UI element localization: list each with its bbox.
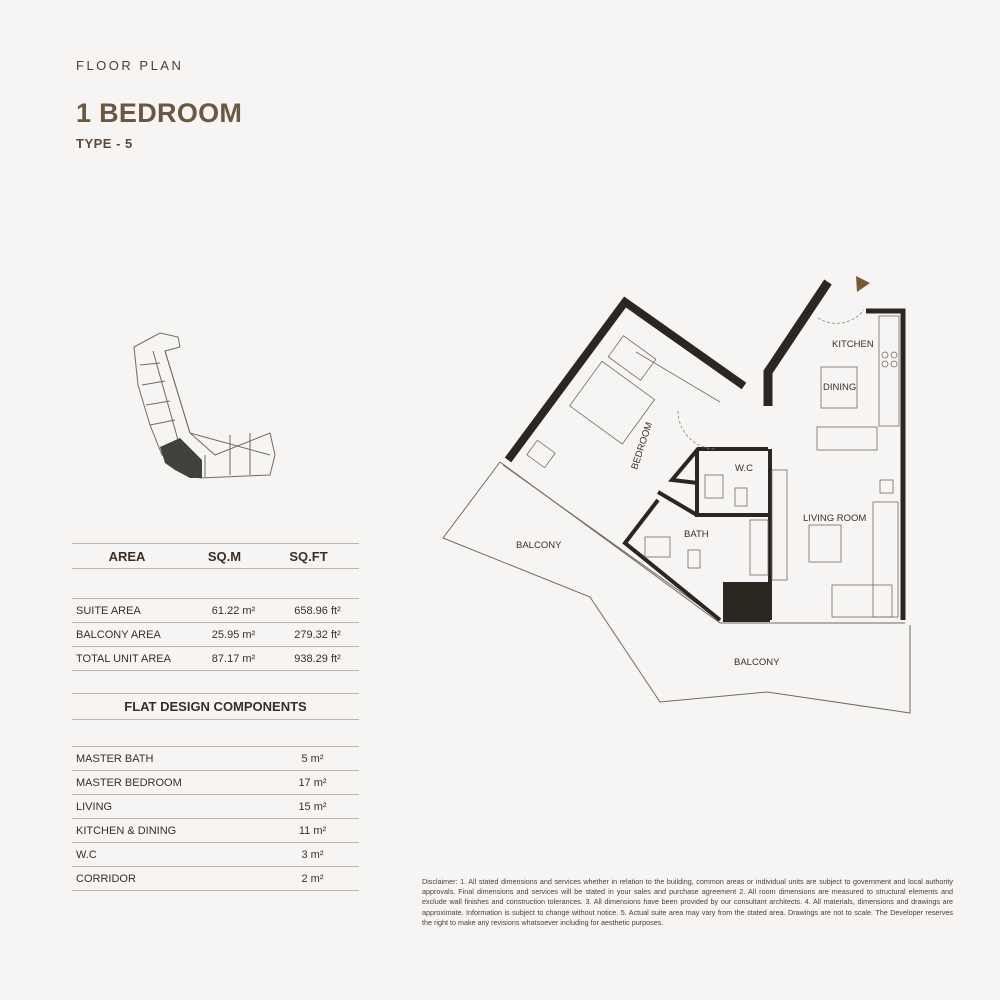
row-value: 11 m²	[298, 824, 327, 837]
row-sqft: 279.32 ft²	[294, 628, 341, 641]
header-area: AREA	[108, 548, 146, 564]
table-row: MASTER BEDROOM 17 m²	[72, 771, 359, 795]
label-wc: W.C	[735, 463, 753, 474]
page-eyebrow: FLOOR PLAN	[76, 58, 184, 73]
row-label: MASTER BEDROOM	[76, 776, 182, 789]
table-row: MASTER BATH 5 m²	[72, 747, 359, 771]
row-value: 2 m²	[301, 872, 324, 885]
row-sqm: 25.95 m²	[211, 628, 256, 641]
row-label: CORRIDOR	[76, 872, 136, 885]
key-plan-image	[133, 332, 276, 479]
row-label: KITCHEN & DINING	[76, 824, 177, 837]
row-label: W.C	[76, 848, 97, 861]
row-label: MASTER BATH	[76, 752, 154, 765]
row-value: 15 m²	[298, 800, 327, 813]
header-sqft: SQ.FT	[289, 548, 328, 564]
highlighted-unit	[160, 438, 202, 478]
header-sqm: SQ.M	[207, 548, 242, 564]
walls	[504, 279, 906, 622]
row-sqft: 938.29 ft²	[294, 652, 341, 665]
entry-door[interactable]	[817, 309, 865, 324]
table-row: BALCONY AREA 25.95 m² 279.32 ft²	[72, 623, 359, 647]
label-balcony-bottom: BALCONY	[734, 657, 780, 668]
label-balcony-left: BALCONY	[516, 540, 562, 551]
components-title: FLAT DESIGN COMPONENTS	[72, 693, 359, 720]
disclaimer: Disclaimer: 1. All stated dimensions and…	[422, 877, 953, 927]
table-row: W.C 3 m²	[72, 843, 359, 867]
bedroom-door[interactable]	[677, 410, 717, 450]
entry-marker-icon	[856, 276, 870, 292]
table-row: LIVING 15 m²	[72, 795, 359, 819]
table-row: SUITE AREA 61.22 m² 658.96 ft²	[72, 599, 359, 623]
unit-type: TYPE - 5	[76, 136, 133, 151]
shaft-block	[723, 582, 770, 622]
row-label: TOTAL UNIT AREA	[76, 652, 171, 665]
table-row: CORRIDOR 2 m²	[72, 867, 359, 891]
area-table: AREA SQ.M SQ.FT SUITE AREA 61.22 m² 658.…	[72, 543, 359, 671]
row-label: SUITE AREA	[76, 604, 141, 617]
label-living: LIVING ROOM	[803, 513, 866, 524]
label-kitchen: KITCHEN	[832, 339, 874, 350]
row-value: 5 m²	[301, 752, 324, 765]
row-value: 17 m²	[298, 776, 327, 789]
components-table: FLAT DESIGN COMPONENTS MASTER BATH 5 m² M…	[72, 693, 359, 891]
row-label: BALCONY AREA	[76, 628, 161, 641]
row-value: 3 m²	[301, 848, 324, 861]
page-title: 1 BEDROOM	[76, 98, 243, 128]
balcony-outline	[442, 461, 911, 714]
floor-plan-drawing: KITCHEN DINING BEDROOM W.C BATH LIVING R…	[442, 276, 911, 714]
row-sqft: 658.96 ft²	[294, 604, 341, 617]
table-row: TOTAL UNIT AREA 87.17 m² 938.29 ft²	[72, 647, 359, 671]
table-row: KITCHEN & DINING 11 m²	[72, 819, 359, 843]
row-label: LIVING	[76, 800, 113, 813]
furniture	[526, 315, 900, 618]
row-sqm: 61.22 m²	[211, 604, 256, 617]
label-dining: DINING	[823, 382, 856, 393]
area-table-header: AREA SQ.M SQ.FT	[72, 543, 359, 569]
label-bath: BATH	[684, 529, 709, 540]
row-sqm: 87.17 m²	[211, 652, 256, 665]
